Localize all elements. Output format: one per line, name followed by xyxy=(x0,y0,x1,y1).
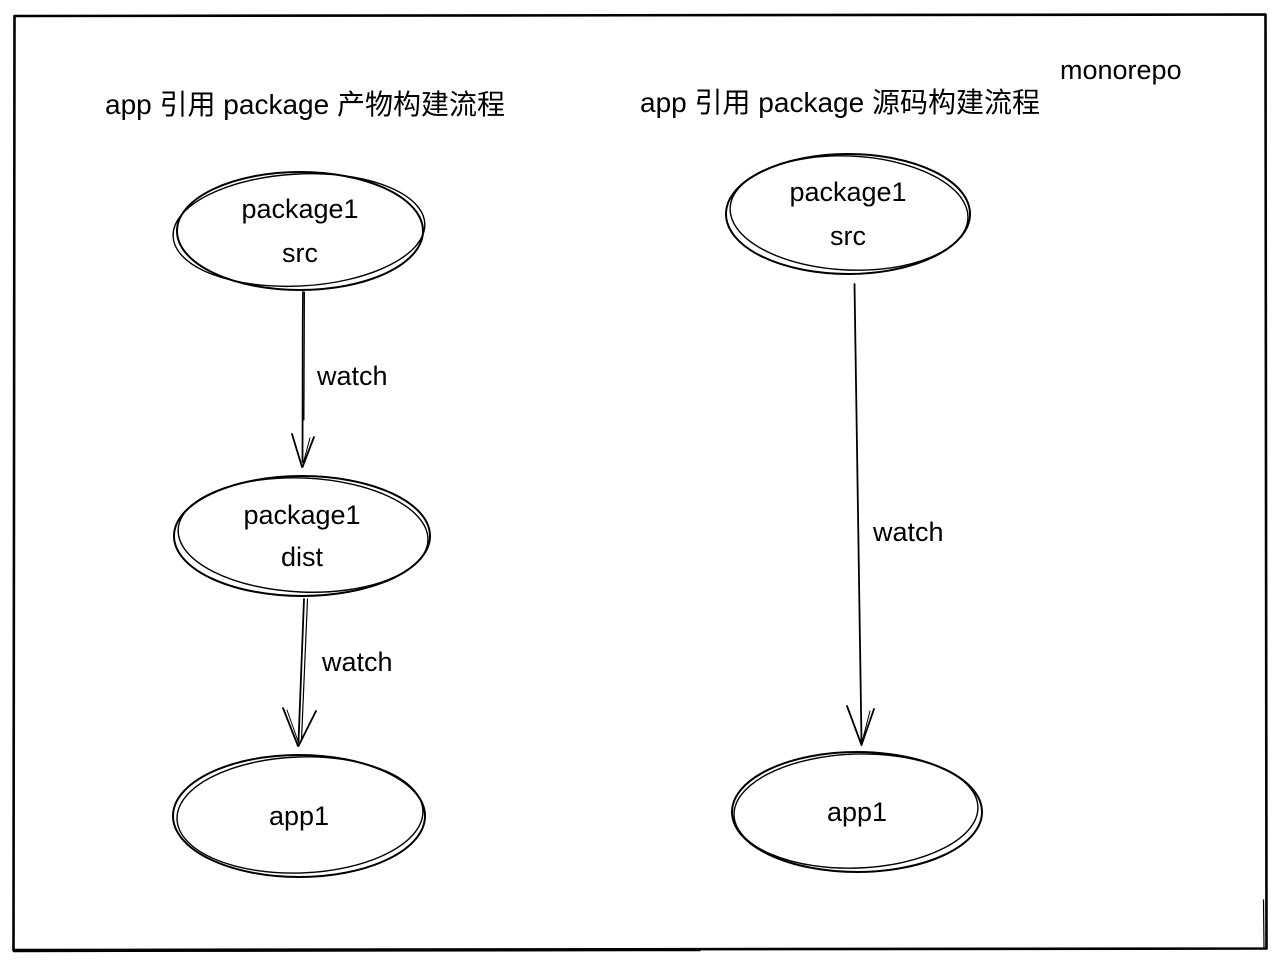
right-node-package1-src-shape xyxy=(725,153,971,275)
left-edge-dist-app1-label: watch xyxy=(322,647,393,677)
left-node-app1-shape xyxy=(172,754,426,878)
right-node-package1-src-line2: src xyxy=(830,221,866,251)
monorepo-label: monorepo xyxy=(1060,55,1182,85)
left-edge-src-dist-label: watch xyxy=(317,361,388,391)
left-node-package1-src-line1: package1 xyxy=(241,194,359,224)
left-node-package1-dist-shape xyxy=(173,475,431,597)
right-node-package1-src-line1: package1 xyxy=(789,177,907,207)
monorepo-border xyxy=(12,13,1268,953)
right-edge-src-app1-label: watch xyxy=(873,517,944,547)
left-node-package1-dist-line2: dist xyxy=(280,542,324,572)
left-node-package1-dist-line1: package1 xyxy=(243,500,361,530)
right-node-app1-shape xyxy=(731,751,983,873)
right-edge-src-to-app1 xyxy=(846,283,875,746)
right-node-app1-label: app1 xyxy=(826,797,888,827)
left-node-app1-label: app1 xyxy=(268,801,330,831)
right-flow-title: app 引用 package 源码构建流程 xyxy=(640,87,1040,118)
left-node-package1-src-line2: src xyxy=(282,238,318,268)
left-edge-dist-to-app1 xyxy=(282,598,317,747)
left-edge-src-to-dist xyxy=(291,291,315,468)
left-flow-title: app 引用 package 产物构建流程 xyxy=(105,89,505,120)
left-node-package1-src-shape xyxy=(172,171,426,291)
